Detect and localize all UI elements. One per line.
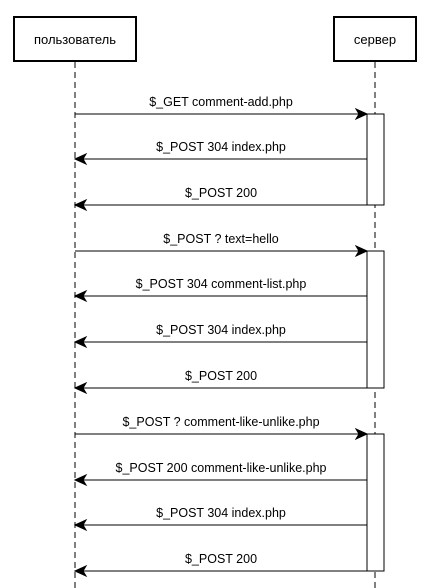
arrowhead-9	[73, 473, 88, 487]
message-label-10: $_POST 304 index.php	[156, 506, 286, 520]
message-label-1: $_GET comment-add.php	[149, 95, 293, 109]
activation-bar-3	[366, 433, 385, 572]
message-label-8: $_POST ? comment-like-unlike.php	[122, 415, 320, 429]
arrowhead-8	[354, 427, 369, 441]
activation-bar-1	[366, 113, 385, 206]
message-label-7: $_POST 200	[184, 369, 258, 383]
arrowhead-7	[73, 381, 88, 395]
arrowhead-1	[354, 107, 369, 121]
arrowhead-2	[73, 152, 88, 166]
arrowhead-3	[73, 198, 88, 212]
message-label-5: $_POST 304 comment-list.php	[135, 277, 307, 291]
actor-server-label: сервер	[353, 31, 397, 47]
message-label-4: $_POST ? text=hello	[163, 232, 279, 246]
message-label-9: $_POST 200 comment-like-unlike.php	[115, 461, 327, 475]
arrowhead-11	[73, 564, 88, 578]
arrowhead-6	[73, 335, 88, 349]
arrowhead-4	[354, 244, 369, 258]
message-label-6: $_POST 304 index.php	[156, 323, 286, 337]
actor-server: сервер	[333, 16, 417, 62]
message-label-3: $_POST 200	[184, 186, 258, 200]
actor-user-label: пользователь	[33, 31, 117, 47]
actor-user: пользователь	[13, 16, 137, 62]
message-label-11: $_POST 200	[184, 552, 258, 566]
arrowhead-5	[73, 289, 88, 303]
activation-bar-2	[366, 250, 385, 389]
message-label-2: $_POST 304 index.php	[156, 140, 286, 154]
arrowhead-10	[73, 518, 88, 532]
